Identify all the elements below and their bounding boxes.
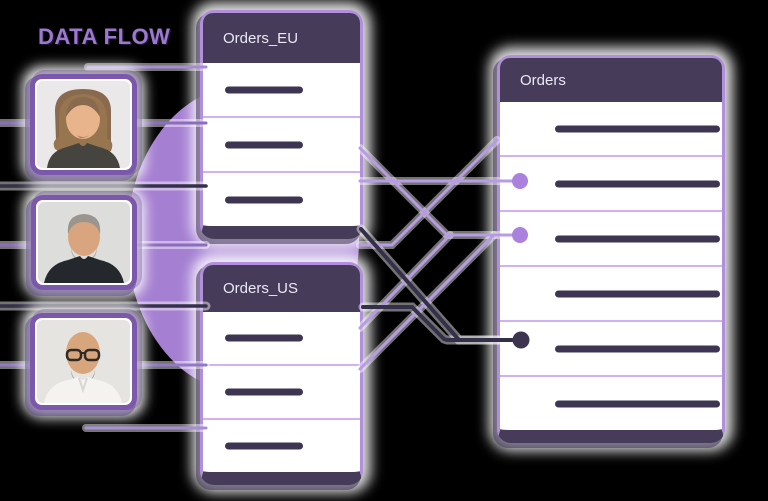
table-orders-eu-body: [203, 63, 360, 226]
table-row: [203, 171, 360, 226]
field-placeholder-bar: [555, 400, 720, 407]
field-placeholder-bar: [225, 334, 303, 342]
photo-card-1: [30, 74, 137, 175]
table-row: [500, 375, 722, 430]
bald-man-glasses-photo: [37, 320, 130, 403]
mapping-lines: [358, 138, 516, 371]
line-gap-to-orders-row1: [358, 138, 499, 247]
field-placeholder-bar: [225, 388, 303, 396]
table-orders-eu: Orders_EU: [200, 10, 363, 239]
field-placeholder-bar: [555, 345, 720, 352]
mapping-dot-light: [512, 227, 528, 243]
photo-card-2: [31, 195, 137, 290]
table-orders-us-title: Orders_US: [203, 265, 360, 312]
field-placeholder-bar: [555, 125, 720, 132]
table-row: [203, 63, 360, 116]
mapping-dot-dark: [512, 331, 530, 349]
field-placeholder-bar: [225, 442, 303, 450]
table-row: [500, 155, 722, 210]
field-placeholder-bar: [225, 86, 303, 93]
field-placeholder-bar: [225, 196, 303, 203]
line-us-header-to-orders-row5: [361, 305, 516, 342]
mapping-dot-light: [512, 173, 528, 189]
field-placeholder-bar: [555, 180, 720, 187]
table-row: [500, 102, 722, 155]
table-row: [203, 418, 360, 472]
table-row: [500, 320, 722, 375]
table-row: [203, 364, 360, 418]
table-row: [203, 312, 360, 364]
table-orders-title: Orders: [500, 58, 722, 102]
table-orders: Orders: [497, 55, 725, 443]
table-orders-body: [500, 102, 722, 430]
table-orders-us-body: [203, 312, 360, 472]
table-row: [203, 116, 360, 171]
field-placeholder-bar: [555, 290, 720, 297]
table-row: [500, 210, 722, 265]
table-orders-us: Orders_US: [200, 262, 363, 485]
page-title: DATA FLOW: [38, 24, 171, 49]
woman-smiling-photo: [37, 81, 130, 168]
man-gray-hair-beard-photo: [38, 202, 130, 283]
table-row: [500, 265, 722, 320]
field-placeholder-bar: [225, 141, 303, 148]
line-eu-to-orders-row3: [358, 146, 514, 237]
table-orders-eu-title: Orders_EU: [203, 13, 360, 63]
photo-card-3: [30, 313, 137, 410]
field-placeholder-bar: [555, 235, 720, 242]
